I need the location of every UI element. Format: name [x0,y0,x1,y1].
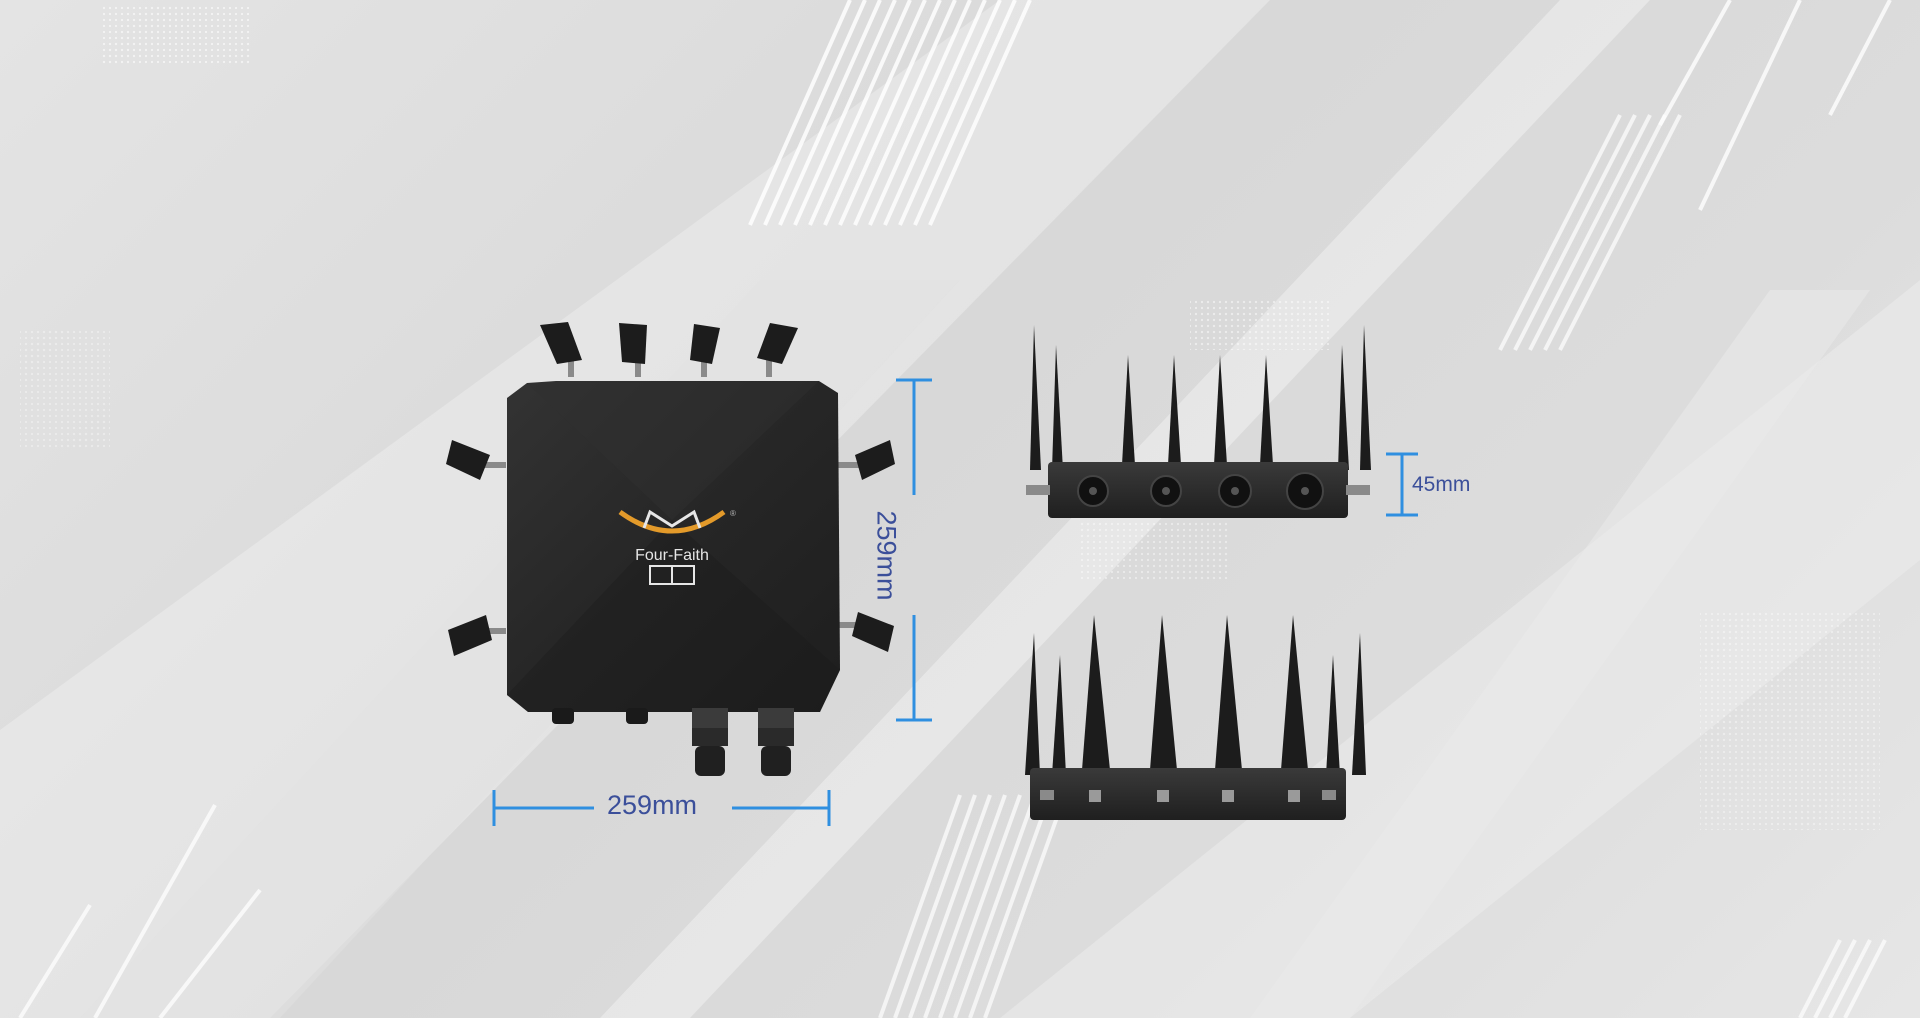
width-dimension [492,790,831,826]
device-side-view-front [1026,325,1371,518]
device-body [507,381,840,712]
depth-dimension [1386,452,1418,517]
depth-label: 45mm [1412,473,1471,496]
four-faith-logo: Four-Faith ® [618,509,736,585]
bottom-connectors [552,708,794,776]
registered-mark: ® [730,509,736,518]
device-top-view: Four-Faith ® [446,322,895,776]
side-antennas [446,440,895,656]
height-dimension [896,378,932,722]
top-antennas [540,322,798,377]
height-label: 259mm [871,510,902,601]
width-label: 259mm [607,790,698,820]
device-side-view-rear [1025,615,1366,820]
brand-name: Four-Faith [635,547,709,564]
